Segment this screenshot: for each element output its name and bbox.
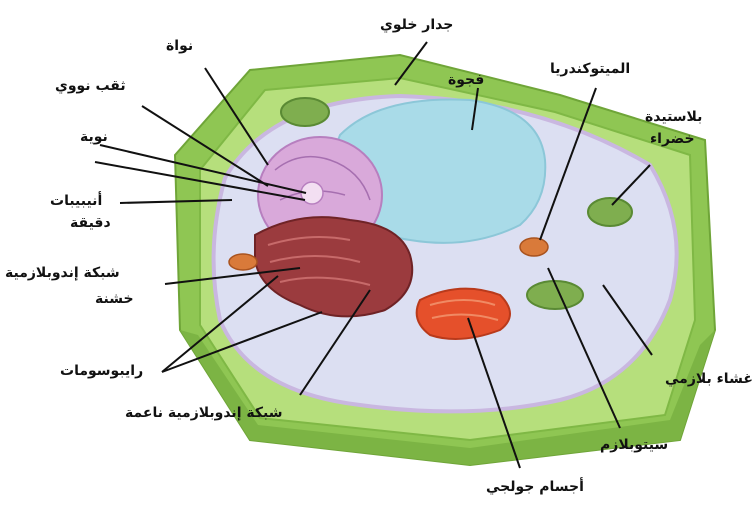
label-chloroplast-2: خضراء <box>650 128 695 150</box>
label-nucleolus: نوية <box>80 126 108 148</box>
label-rough-er-2: خشنة <box>95 288 134 310</box>
label-microtubules-1: أنيبيبات <box>50 190 102 212</box>
label-nuclear-pore: ثقب نووي <box>55 75 126 97</box>
label-rough-er-1: شبكة إندوبلازمية <box>5 262 120 284</box>
label-ribosomes: رايبوسومات <box>60 360 143 382</box>
label-mitochondria: الميتوكندريا <box>550 58 630 80</box>
label-cytoplasm: سيتوبلازم <box>600 434 668 456</box>
label-plasma-membrane: غشاء بلازمي <box>665 368 753 390</box>
label-nucleus: نواة <box>166 35 193 57</box>
golgi-apparatus <box>417 289 510 339</box>
label-cell-wall: جدار خلوي <box>380 14 453 36</box>
label-golgi: أجسام جولجي <box>486 476 584 498</box>
label-chloroplast-1: بلاستيدة <box>645 106 702 128</box>
label-microtubules-2: دقيقة <box>70 212 111 234</box>
label-vacuole: فجوة <box>448 69 484 91</box>
label-smooth-er: شبكة إندوبلازمية ناعمة <box>125 402 282 424</box>
